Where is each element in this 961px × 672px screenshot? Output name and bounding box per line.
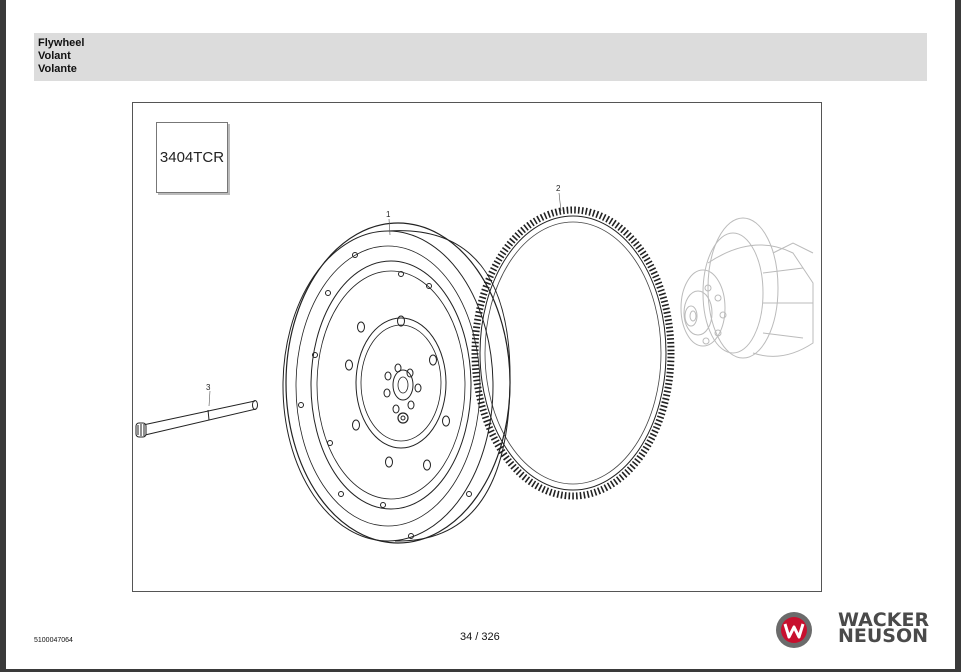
viewer-frame-right: [955, 0, 961, 672]
document-number: 5100047064: [34, 637, 73, 644]
bolt: [135, 400, 258, 438]
ring-gear: [471, 206, 675, 500]
brand-wordmark: WACKER NEUSON: [838, 609, 930, 647]
crankshaft-ghost: [680, 217, 814, 359]
leader-lines: [208, 192, 562, 407]
brand-emblem-icon: [776, 612, 812, 648]
callout-3: 3: [206, 383, 211, 392]
callout-1: 1: [386, 210, 391, 219]
model-code: 3404TCR: [159, 149, 225, 166]
title-english: Flywheel: [38, 37, 85, 49]
brand-line-2: NEUSON: [838, 625, 929, 647]
title-spanish: Volante: [38, 63, 77, 75]
page-header: Flywheel Volant Volante: [34, 33, 927, 81]
wacker-neuson-logo: WACKER NEUSON: [774, 610, 929, 650]
viewer-frame-left: [0, 0, 6, 672]
title-french: Volant: [38, 50, 71, 62]
parts-drawing: 1 2 3: [135, 184, 814, 544]
viewer-frame-bottom: [0, 669, 961, 672]
brand-line-1: WACKER: [838, 609, 930, 631]
callout-2: 2: [556, 184, 561, 193]
exploded-view-figure: 3404TCR: [132, 102, 822, 592]
flywheel: [282, 222, 511, 544]
model-code-box: 3404TCR: [156, 122, 228, 193]
page-indicator: 34 / 326: [460, 631, 500, 643]
